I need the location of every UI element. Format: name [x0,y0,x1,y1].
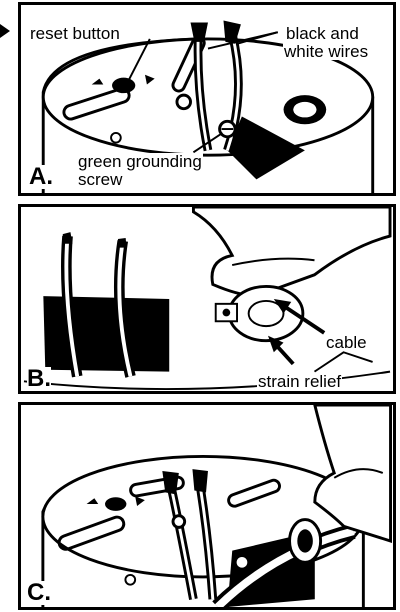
label-black-and: black and [285,25,360,42]
panel-b: cable strain relief B. [18,204,396,394]
panel-a-letter: A. [29,165,53,189]
panel-c-letter: C. [27,581,51,605]
label-screw: screw [77,171,123,188]
panel-a: reset button black and white wires green… [18,2,396,196]
cable-install-illustration [21,405,393,607]
panel-b-letter: B. [27,367,51,391]
cable-strain-relief-illustration [21,207,393,391]
pointer-arrow-icon [0,24,10,38]
label-cable: cable [325,334,368,351]
label-strain-relief: strain relief [257,373,342,390]
label-white-wires: white wires [283,43,369,60]
label-green-grounding: green grounding [77,153,203,170]
panel-c: C. [18,402,396,610]
label-reset-button: reset button [29,25,121,42]
